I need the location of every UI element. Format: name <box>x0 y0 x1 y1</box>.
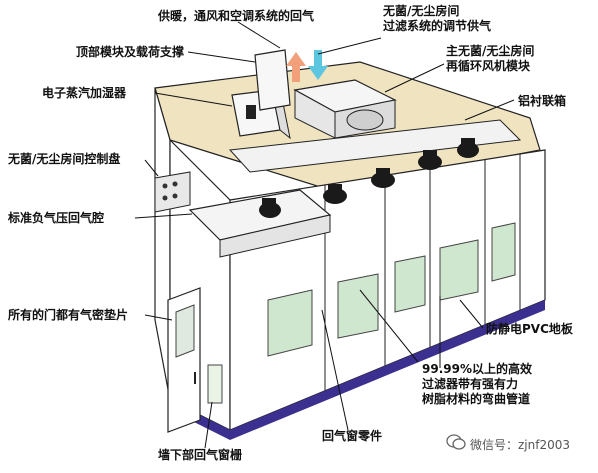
label-humidifier: 电子蒸汽加湿器 <box>42 86 127 100</box>
label-return-window-parts: 回气窗零件 <box>322 429 383 443</box>
control-panel-box <box>154 171 191 213</box>
label-hvac-return: 供暖，通风和空调系统的回气 <box>158 9 315 23</box>
label-hepa-1: 99.99%以上的高效 <box>422 362 532 376</box>
open-door <box>167 287 201 433</box>
label-hepa-3: 树脂材料的弯曲管道 <box>422 392 531 406</box>
wechat-icon <box>446 434 466 450</box>
label-main-fan-1: 主无菌/无尘房间 <box>446 44 535 58</box>
airflow-arrows <box>286 50 328 82</box>
leader-lines <box>134 21 515 449</box>
label-aluminum-box: 铝衬联箱 <box>518 94 567 108</box>
top-module-support <box>254 49 291 111</box>
return-air-grille <box>207 364 223 404</box>
label-hepa-2: 过滤器带有强有力 <box>422 377 519 391</box>
label-main-fan-2: 再循环风机模块 <box>446 59 531 73</box>
label-door-gasket: 所有的门都有气密垫片 <box>8 308 129 322</box>
antistatic-floor-strip <box>170 300 545 440</box>
label-clean-supply-2: 过滤系统的调节供气 <box>383 19 492 33</box>
recirculation-fan-module <box>293 79 397 139</box>
wall-panel-seams <box>324 154 521 392</box>
watermark-text: 微信号：zjnf2003 <box>470 438 571 452</box>
label-clean-supply-1: 无菌/无尘房间 <box>383 4 460 18</box>
aluminum-plenum <box>228 119 522 173</box>
label-antistatic-floor: 防静电PVC地板 <box>486 322 573 336</box>
front-windows <box>267 222 516 357</box>
label-control-panel: 无菌/无尘房间控制盘 <box>8 152 121 166</box>
label-top-module: 顶部模块及载荷支撑 <box>76 45 185 59</box>
return-air-arrow <box>286 52 306 82</box>
label-lower-return-grille: 墙下部回气窗栅 <box>158 448 243 462</box>
supply-air-arrow <box>308 50 328 80</box>
label-negative-pressure: 标准负气压回气腔 <box>8 211 105 225</box>
flex-ducts <box>259 138 479 218</box>
